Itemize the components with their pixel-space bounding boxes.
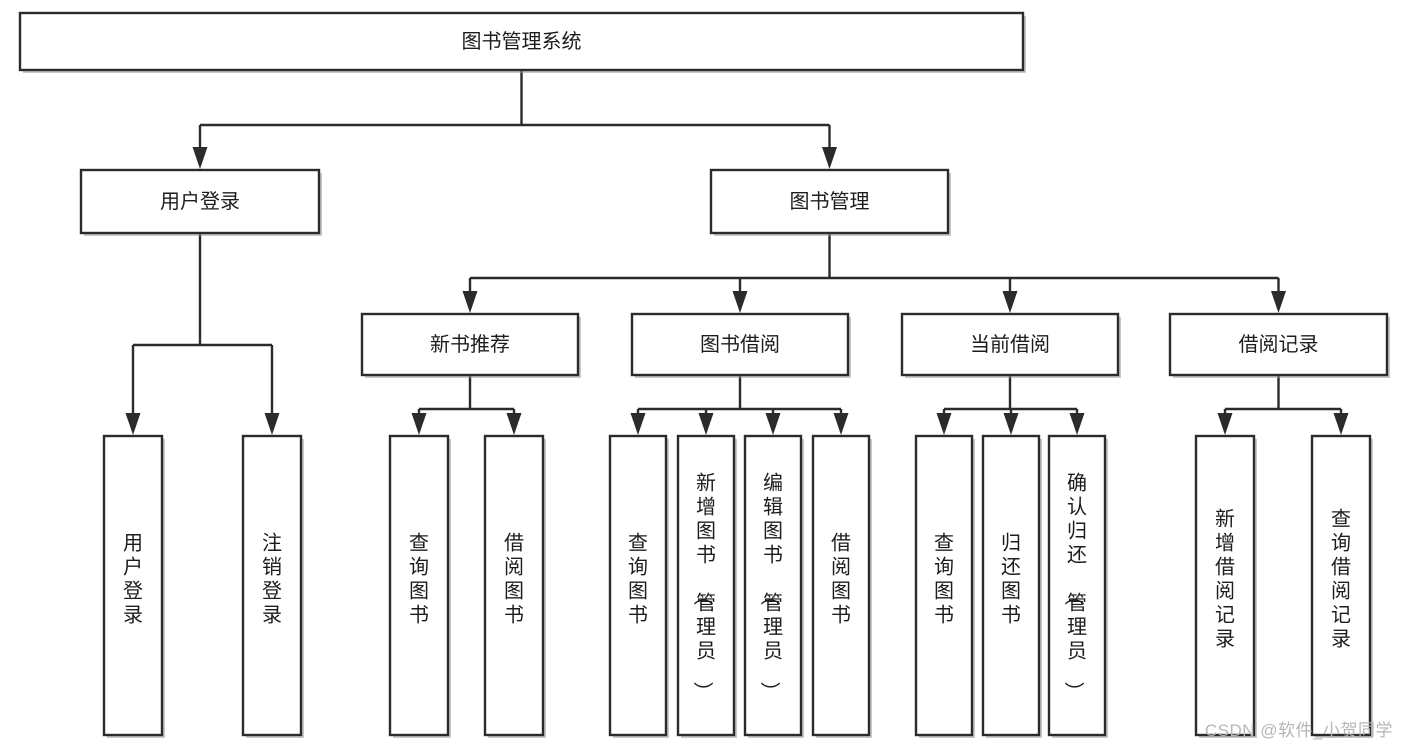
arrow-head-icon <box>1002 291 1018 313</box>
node-label: 确认归还（管理员） <box>1062 472 1087 702</box>
node-label: 借阅图书 <box>504 532 524 627</box>
node-leaf-return-book[interactable]: 归还图书 <box>981 434 1042 738</box>
node-label: 查询图书 <box>934 532 954 627</box>
arrow-head-icon <box>698 413 714 435</box>
node-leaf-add-record[interactable]: 新增借阅记录 <box>1194 434 1257 738</box>
arrow-head-icon <box>822 147 837 169</box>
node-leaf-query-book-3[interactable]: 查询图书 <box>914 434 975 738</box>
node-label: 新增借阅记录 <box>1215 508 1235 651</box>
edge-group <box>1217 375 1349 435</box>
node-label: 图书管理 <box>790 190 870 213</box>
node-leaf-add-book[interactable]: 新增图书（管理员） <box>676 434 737 738</box>
node-book-manage[interactable]: 图书管理 <box>709 168 951 236</box>
node-leaf-logout[interactable]: 注销登录 <box>241 434 304 738</box>
node-label: 借阅图书 <box>831 532 851 627</box>
arrow-head-icon <box>125 413 141 435</box>
arrow-head-icon <box>732 291 748 313</box>
node-user-login[interactable]: 用户登录 <box>79 168 322 236</box>
edge-group <box>125 233 280 435</box>
node-leaf-confirm-return[interactable]: 确认归还（管理员） <box>1047 434 1108 738</box>
node-label: 新增图书（管理员） <box>691 472 716 702</box>
edge-group <box>192 70 837 169</box>
arrow-head-icon <box>765 413 781 435</box>
edge-group <box>936 375 1085 435</box>
node-label: 查询图书 <box>409 532 429 627</box>
node-label: 用户登录 <box>123 533 143 627</box>
edge-group <box>462 233 1286 313</box>
arrow-head-icon <box>1217 413 1233 435</box>
nodes-layer: 图书管理系统用户登录图书管理新书推荐图书借阅当前借阅借阅记录用户登录注销登录查询… <box>18 11 1390 738</box>
arrow-head-icon <box>264 413 280 435</box>
node-borrow-record[interactable]: 借阅记录 <box>1168 312 1390 378</box>
node-label: 归还图书 <box>1001 532 1021 627</box>
node-leaf-user-login[interactable]: 用户登录 <box>102 434 165 738</box>
node-book-borrow[interactable]: 图书借阅 <box>630 312 851 378</box>
node-label: 查询图书 <box>628 532 648 627</box>
node-leaf-query-book-2[interactable]: 查询图书 <box>608 434 669 738</box>
arrow-head-icon <box>1333 413 1349 435</box>
arrow-head-icon <box>1003 413 1019 435</box>
node-leaf-borrow-book-1[interactable]: 借阅图书 <box>483 434 546 738</box>
arrow-head-icon <box>462 291 478 313</box>
node-label: 新书推荐 <box>430 333 510 356</box>
node-leaf-query-book-1[interactable]: 查询图书 <box>388 434 451 738</box>
node-label: 当前借阅 <box>970 333 1050 356</box>
node-label: 图书借阅 <box>700 333 780 356</box>
arrow-head-icon <box>1271 291 1286 313</box>
node-new-book-rec[interactable]: 新书推荐 <box>360 312 581 378</box>
arrow-head-icon <box>192 147 208 169</box>
edge-group <box>630 375 849 435</box>
node-label: 注销登录 <box>262 532 282 627</box>
node-leaf-borrow-book-2[interactable]: 借阅图书 <box>811 434 872 738</box>
node-label: 图书管理系统 <box>462 30 582 53</box>
edges-layer <box>125 70 1349 435</box>
node-leaf-edit-book[interactable]: 编辑图书（管理员） <box>743 434 804 738</box>
node-leaf-query-record[interactable]: 查询借阅记录 <box>1310 434 1373 738</box>
edge-group <box>411 375 522 435</box>
arrow-head-icon <box>1069 413 1085 435</box>
node-label: 用户登录 <box>160 190 240 213</box>
node-label: 借阅记录 <box>1239 333 1319 356</box>
arrow-head-icon <box>630 413 646 435</box>
node-label: 查询借阅记录 <box>1331 508 1351 651</box>
arrow-head-icon <box>411 413 427 435</box>
arrow-head-icon <box>936 413 952 435</box>
node-root[interactable]: 图书管理系统 <box>18 11 1026 73</box>
arrow-head-icon <box>833 413 849 435</box>
node-label: 编辑图书（管理员） <box>758 472 783 702</box>
arrow-head-icon <box>506 413 522 435</box>
node-current-borrow[interactable]: 当前借阅 <box>900 312 1121 378</box>
